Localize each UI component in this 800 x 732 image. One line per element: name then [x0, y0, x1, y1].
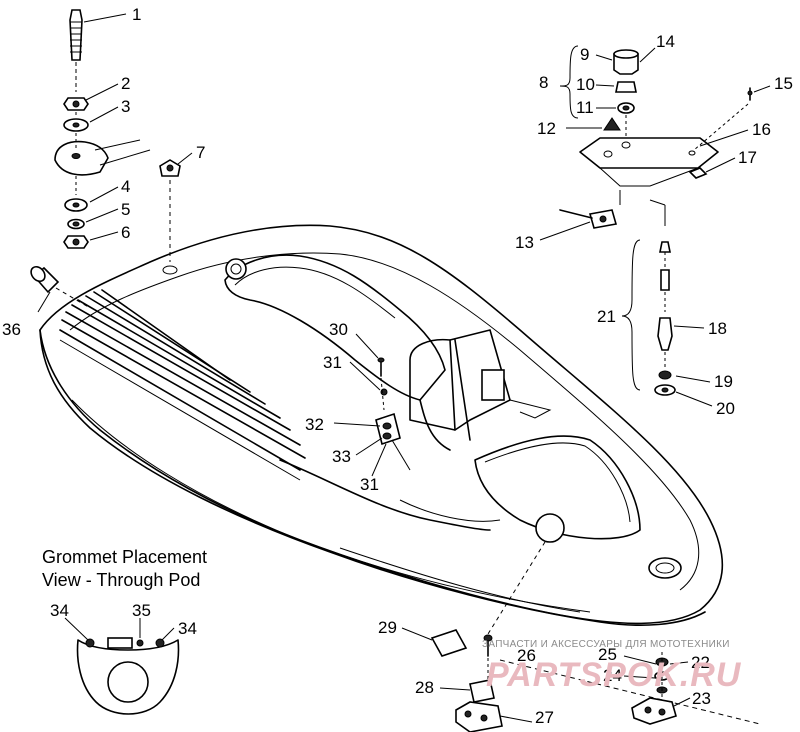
- label-16: 16: [752, 120, 771, 139]
- label-29: 29: [378, 618, 397, 637]
- label-5: 5: [121, 200, 130, 219]
- cable-assembly: [621, 239, 676, 396]
- label-7: 7: [196, 143, 205, 162]
- handle-mount-assembly: [559, 45, 753, 229]
- label-19: 19: [714, 372, 733, 391]
- label-15: 15: [774, 74, 793, 93]
- label-8: 8: [539, 73, 548, 92]
- label-2: 2: [121, 74, 130, 93]
- label-9: 9: [580, 45, 589, 64]
- label-17: 17: [738, 148, 757, 167]
- inset-caption: Grommet Placement View - Through Pod: [42, 547, 207, 590]
- label-35: 35: [132, 601, 151, 620]
- watermark: ЗАПЧАСТИ И АКСЕССУАРЫ ДЛЯ МОТОТЕХНИКИ PA…: [482, 639, 742, 694]
- label-1: 1: [132, 5, 141, 24]
- label-12: 12: [537, 119, 556, 138]
- label-32: 32: [305, 415, 324, 434]
- label-14: 14: [656, 32, 675, 51]
- label-34-left: 34: [50, 601, 69, 620]
- bolt-stack: [54, 9, 181, 275]
- label-23: 23: [692, 689, 711, 708]
- watermark-logo: PARTSPOK.RU: [486, 656, 742, 694]
- part-number-labels: 1 2 3 4 5 6 7 36 8 9 10 11 12 14 15 16 1…: [2, 5, 793, 727]
- caption-line-2: View - Through Pod: [42, 570, 200, 590]
- grommet-placement-inset: [64, 617, 180, 715]
- label-20: 20: [716, 399, 735, 418]
- label-31-top: 31: [323, 353, 342, 372]
- label-24: 24: [603, 666, 622, 685]
- bottom-parts: [430, 541, 761, 732]
- label-26: 26: [517, 646, 536, 665]
- leader-lines: [37, 13, 771, 723]
- caption-line-1: Grommet Placement: [42, 547, 207, 567]
- watermark-tagline: ЗАПЧАСТИ И АКСЕССУАРЫ ДЛЯ МОТОТЕХНИКИ: [482, 639, 730, 650]
- label-31-bottom: 31: [360, 475, 379, 494]
- label-28: 28: [415, 678, 434, 697]
- label-18: 18: [708, 319, 727, 338]
- label-10: 10: [576, 75, 595, 94]
- watercraft-hull: [39, 224, 724, 626]
- label-22: 22: [691, 653, 710, 672]
- label-13: 13: [515, 233, 534, 252]
- label-36: 36: [2, 320, 21, 339]
- label-6: 6: [121, 223, 130, 242]
- drain-plug-part: [30, 265, 91, 309]
- label-33: 33: [332, 447, 351, 466]
- label-11: 11: [576, 98, 594, 117]
- label-30: 30: [329, 320, 348, 339]
- label-4: 4: [121, 177, 130, 196]
- center-fasteners: [375, 357, 411, 471]
- label-27: 27: [535, 708, 554, 727]
- label-21: 21: [597, 307, 616, 326]
- label-3: 3: [121, 97, 130, 116]
- label-34-right: 34: [178, 619, 197, 638]
- label-25: 25: [598, 645, 617, 664]
